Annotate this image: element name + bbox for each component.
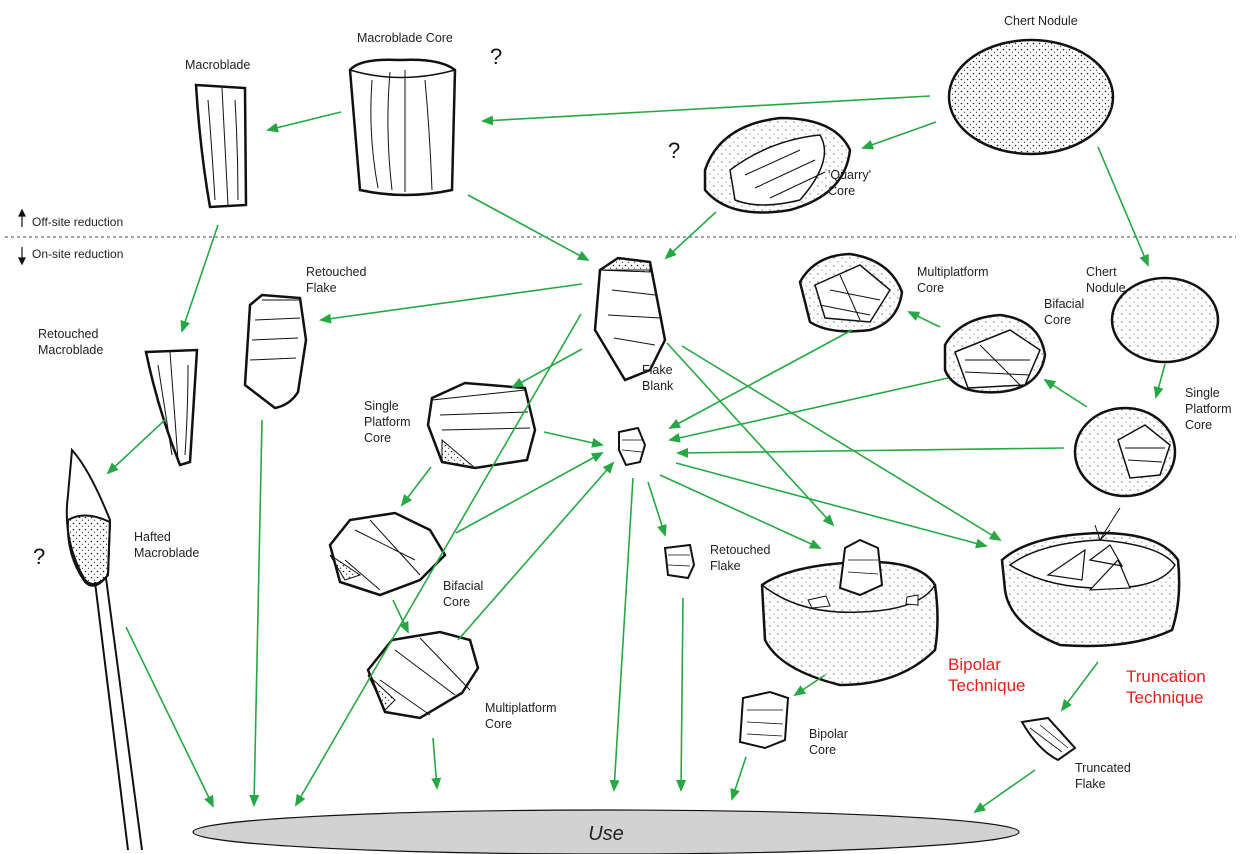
label-macroblade: Macroblade <box>185 57 250 73</box>
label-chert-nodule-right: Chert Nodule <box>1086 264 1126 296</box>
label-truncated-flake: Truncated Flake <box>1075 760 1131 792</box>
truncation-anvil-illustration <box>1002 508 1179 646</box>
multiplatform-core-right-illustration <box>800 254 902 331</box>
single-platform-core-right-illustration <box>1075 408 1175 496</box>
truncated-flake-illustration <box>1022 718 1075 760</box>
question-mark-quarry: ? <box>668 138 680 164</box>
single-platform-core-left-illustration <box>428 383 535 468</box>
flake-blank-illustration <box>619 428 645 465</box>
bifacial-core-right-illustration <box>945 315 1045 392</box>
chert-nodule-right-illustration <box>1112 278 1218 362</box>
question-mark-hafted: ? <box>33 544 45 570</box>
label-truncation-technique: Truncation Technique <box>1126 666 1206 708</box>
label-bifacial-core-right: Bifacial Core <box>1044 296 1084 328</box>
macroblade-illustration <box>196 85 246 207</box>
label-on-site-reduction: On-site reduction <box>32 246 123 262</box>
label-bipolar-technique: Bipolar Technique <box>948 654 1026 696</box>
label-retouched-flake-left: Retouched Flake <box>306 264 366 296</box>
label-flake-blank: Flake Blank <box>642 362 673 394</box>
label-off-site-reduction: Off-site reduction <box>32 214 123 230</box>
bipolar-anvil-illustration <box>762 540 938 685</box>
question-mark-top: ? <box>490 44 502 70</box>
label-chert-nodule-top: Chert Nodule <box>1004 13 1078 29</box>
bipolar-core-illustration <box>740 692 788 748</box>
retouched-macroblade-illustration <box>146 350 197 465</box>
label-single-platform-core-right: Single Platform Core <box>1185 385 1232 433</box>
retouched-flake-center-illustration <box>665 545 694 578</box>
chert-nodule-top-illustration <box>949 40 1113 154</box>
label-macroblade-core: Macroblade Core <box>357 30 453 46</box>
retouched-flake-left-illustration <box>245 295 306 408</box>
multiplatform-core-left-illustration <box>368 632 478 718</box>
label-single-platform-core-left: Single Platform Core <box>364 398 411 446</box>
label-multiplatform-core-right: Multiplatform Core <box>917 264 989 296</box>
label-retouched-macroblade: Retouched Macroblade <box>38 326 103 358</box>
label-multiplatform-core-left: Multiplatform Core <box>485 700 557 732</box>
label-bifacial-core-left: Bifacial Core <box>443 578 483 610</box>
label-bipolar-core: Bipolar Core <box>809 726 848 758</box>
use-label: Use <box>588 823 624 845</box>
hafted-macroblade-illustration <box>67 450 142 850</box>
label-quarry-core: 'Quarry' Core <box>828 167 871 199</box>
macroblade-core-illustration <box>350 60 455 195</box>
label-retouched-flake-center: Retouched Flake <box>710 542 770 574</box>
bifacial-core-left-illustration <box>330 513 445 595</box>
label-hafted-macroblade: Hafted Macroblade <box>134 529 199 561</box>
